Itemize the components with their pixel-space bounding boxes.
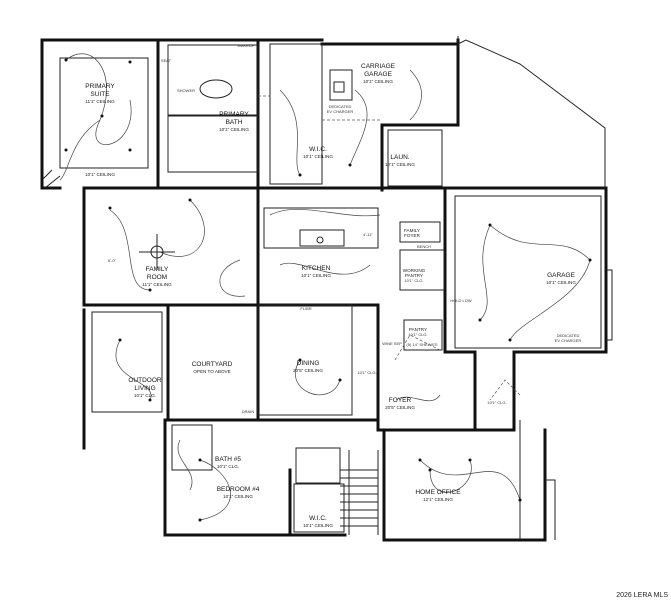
carriage-garage-label-2: GARAGE [364,71,392,78]
wiring [59,53,591,521]
garage-ceiling: 10'1" CEILING [546,280,576,285]
primary-bath-ceiling: 10'1" CEILING [219,127,249,132]
working-pantry-ceiling: 10'1" CLG. [404,278,423,283]
wic-primary-ceiling: 10'1" CEILING [303,154,333,159]
carriage-ev-1: DEDICATED [329,104,352,109]
outdoor-living-label: OUTDOOR [128,377,162,384]
primary-suite-ceiling: 11'1" CEILING [85,99,115,104]
working-pantry-label: WORKING [403,268,426,273]
bedroom4-label: BEDROOM #4 [217,486,260,493]
hold-low-label: HOLD LOW [450,298,472,303]
bedroom4-ceiling: 10'1" CEILING [223,494,253,499]
garage-label: GARAGE [547,272,575,279]
garage-ev-1: DEDICATED [557,333,580,338]
laundry-label: LAUN. [390,154,409,161]
outdoor-living-ceiling: 10'1" CLG. [134,393,156,398]
laundry-ceiling: 10'1" CEILING [385,162,415,167]
pantry-shelves: (5) 14" SHELVES [406,342,437,347]
bath5-label: BATH #5 [215,456,241,463]
carriage-garage-ceiling: 10'1" CEILING [363,79,393,84]
wic-primary-label: W.I.C. [309,146,327,153]
dim-label-1: 6'-0" [108,258,117,263]
family-foyer-label-2: FOYER [404,233,421,238]
shower-label: SHOWER [177,88,195,93]
wine-label: WINE SEP [382,341,402,346]
dining-ceiling: 20'5" CEILING [293,368,323,373]
fixtures [64,58,592,522]
dim-label-3: 10'1" CLG. [357,370,376,375]
interior-lines [41,36,613,540]
primary-suite-ceiling-2: 10'1" CEILING [85,172,115,177]
family-room-label: FAMILY [146,266,169,273]
room-labels: PRIMARY SUITE 11'1" CEILING 10'1" CEILIN… [85,43,581,528]
dining-label: DINING [297,360,320,367]
wic-bed-label: W.I.C. [309,515,327,522]
foyer-ceiling: 20'5" CEILING [385,405,415,410]
foyer-label: FOYER [389,397,412,404]
seat-label: SEAT [161,58,172,63]
mls-watermark: 2026 LERA MLS [616,592,668,599]
dim-label-2: 4'-11" [363,232,373,237]
primary-suite-label-2: SUITE [90,91,110,98]
courtyard-label: COURTYARD [192,361,233,368]
wic-bed-ceiling: 10'1" CEILING [303,523,333,528]
carriage-garage-label: CARRIAGE [361,63,396,70]
annotations: 6'-0" 4'-11" 10'1" CLG. 10'1" CLG. FL/BR… [108,232,507,414]
working-pantry-label-2: PANTRY [405,273,423,278]
outdoor-living-label-2: LIVING [134,385,155,392]
flbr-label: FL/BR [300,306,311,311]
courtyard-note: OPEN TO ABOVE [193,369,230,374]
pantry-ceiling: 10'1" CLG. [408,332,427,337]
carriage-ev-2: EV CHARGER [327,109,354,114]
primary-suite-label: PRIMARY [85,83,115,90]
primary-bath-label-2: BATH [226,119,243,126]
drain-label: DRAIN [242,409,255,414]
dim-label-4: 10'1" CLG. [487,400,506,405]
family-foyer-label: FAMILY [404,228,420,233]
kitchen-ceiling: 10'1" CEILING [301,273,331,278]
family-room-label-2: ROOM [147,274,167,281]
family-room-ceiling: 11'1" CEILING [142,282,172,287]
bench-label: BENCH [417,244,431,249]
home-office-ceiling: 12'1" CEILING [423,497,453,502]
bath5-ceiling: 10'1" CLG. [217,464,239,469]
garage-ev-2: EV CHARGER [555,338,582,343]
pantry-label: PANTRY [409,327,427,332]
home-office-label: HOME OFFICE [415,489,461,496]
makeup-label: MAKEUP [238,43,255,48]
kitchen-label: KITCHEN [302,265,331,272]
walls [40,38,608,542]
primary-bath-label: PRIMARY [219,111,249,118]
